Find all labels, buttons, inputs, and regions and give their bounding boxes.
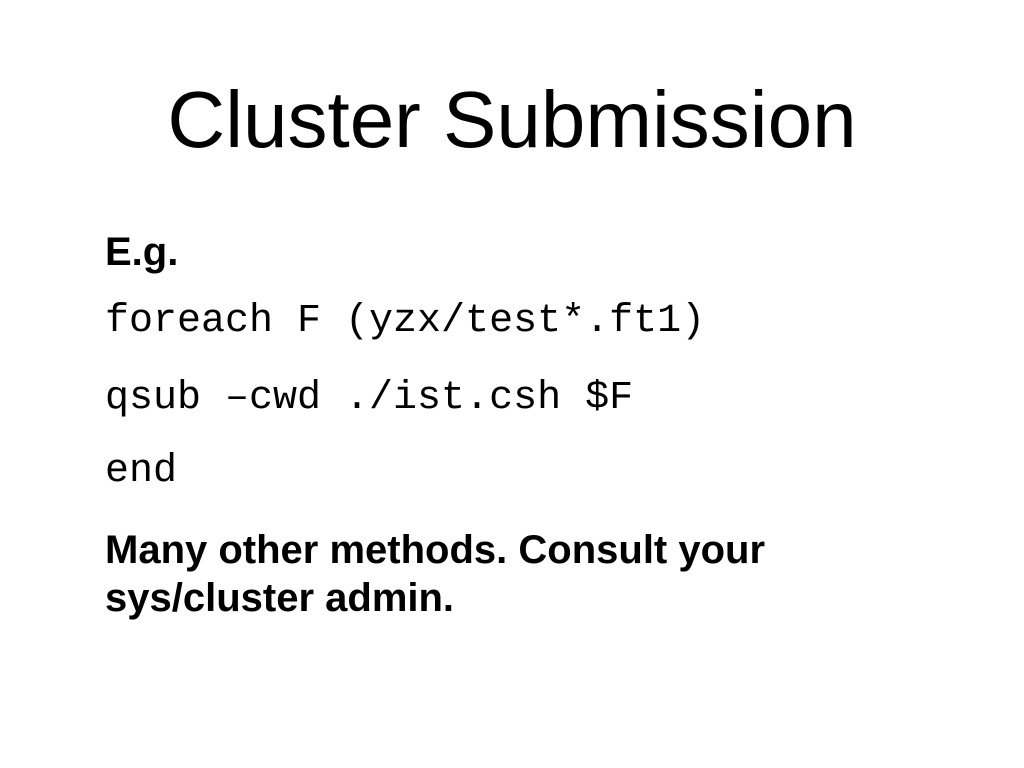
code-line-end: end xyxy=(105,449,178,494)
slide-title: Cluster Submission xyxy=(167,75,857,164)
note-text: Many other methods. Consult your sys/clu… xyxy=(105,528,766,620)
code-line-qsub: qsub –cwd ./ist.csh $F xyxy=(105,376,634,421)
code-line-foreach: foreach F (yzx/test*.ft1) xyxy=(105,299,706,344)
example-label: E.g. xyxy=(105,230,179,274)
